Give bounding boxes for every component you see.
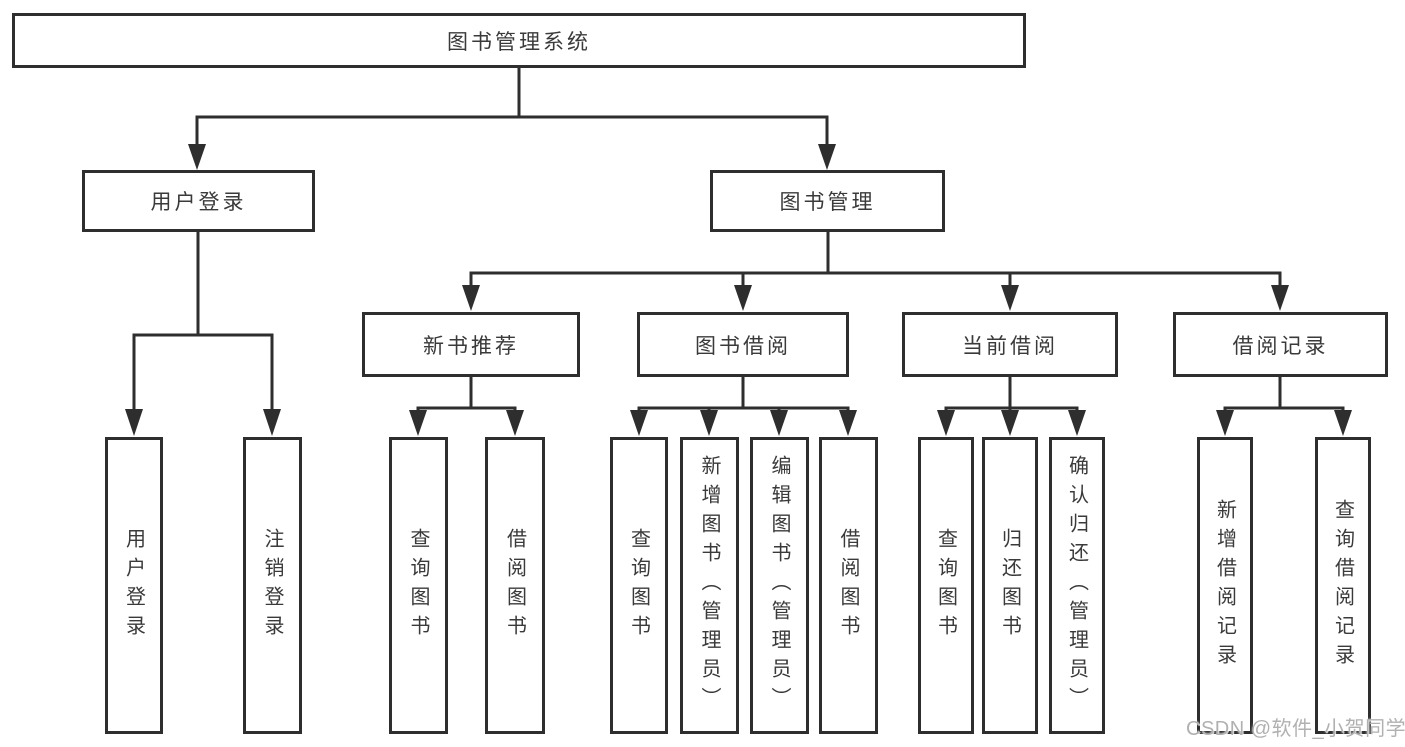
node-new-book-recommend: 新书推荐 [362, 312, 580, 377]
leaf-add-borrow-record: 新增借阅记录 [1197, 437, 1253, 734]
leaf-newbook-query-books: 查询图书 [389, 437, 448, 734]
node-book-borrow: 图书借阅 [637, 312, 849, 377]
node-user-login-module: 用户登录 [82, 170, 315, 232]
leaf-return-books: 归还图书 [982, 437, 1038, 734]
leaf-confirm-return-admin: 确认归还（管理员） [1049, 437, 1105, 734]
leaf-newbook-borrow-books: 借阅图书 [485, 437, 545, 734]
leaf-add-books-admin: 新增图书（管理员） [680, 437, 739, 734]
node-current-borrow: 当前借阅 [902, 312, 1118, 377]
node-borrow-record: 借阅记录 [1173, 312, 1388, 377]
leaf-query-borrow-record: 查询借阅记录 [1315, 437, 1371, 734]
arrowheads [125, 144, 1352, 436]
leaf-user-login: 用户登录 [105, 437, 163, 734]
leaf-borrow-books: 借阅图书 [819, 437, 878, 734]
csdn-watermark: CSDN @软件_小贺同学 [1186, 718, 1405, 740]
node-book-management-module: 图书管理 [710, 170, 945, 232]
leaf-borrow-query-books: 查询图书 [610, 437, 668, 734]
leaf-edit-books-admin: 编辑图书（管理员） [750, 437, 809, 734]
leaf-current-query-books: 查询图书 [918, 437, 974, 734]
node-library-management-system: 图书管理系统 [12, 13, 1026, 68]
leaf-logout: 注销登录 [243, 437, 302, 734]
